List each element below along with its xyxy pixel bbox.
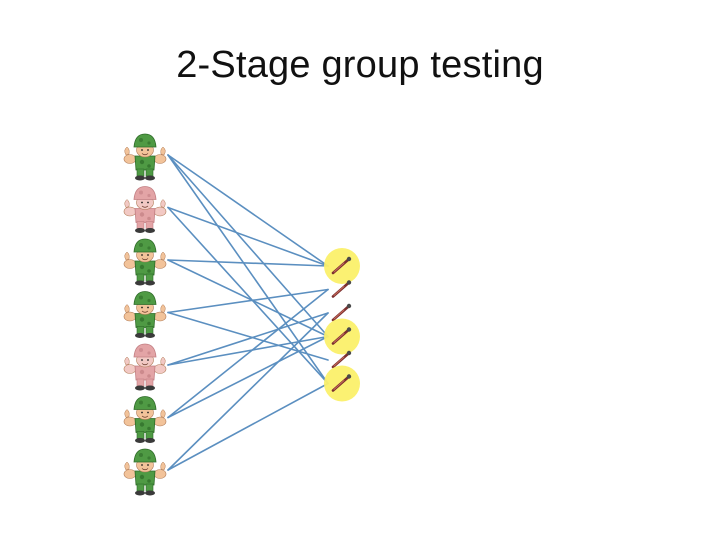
test-tube-icon [331,256,352,275]
edge-subject-7-test-6 [167,382,329,471]
soldier-icon [123,291,167,338]
soldier-icon [123,343,167,391]
test-tube-icon [331,374,352,392]
slide-title: 2-Stage group testing [176,44,544,86]
test-tube-icon [331,350,352,369]
edge-subject-1-test-4 [167,154,329,338]
test-3 [331,303,352,322]
edges-layer [167,154,329,471]
edge-subject-5-test-4 [167,335,329,366]
test-6 [324,365,360,402]
tests-layer [324,248,360,402]
test-tube-icon [331,280,352,298]
edge-subject-6-test-4 [167,335,329,419]
subjects-layer [123,133,167,496]
soldier-icon [123,448,167,496]
edge-subject-6-test-2 [167,288,329,419]
edge-subject-2-test-1 [167,206,329,267]
soldier-icon [123,186,167,233]
test-1 [324,248,360,284]
test-2 [331,280,352,298]
edge-subject-4-test-5 [167,311,329,361]
soldier-icon [123,238,167,286]
edge-subject-3-test-4 [167,259,329,338]
edge-subject-4-test-2 [167,288,329,314]
test-4 [324,318,360,355]
soldier-icon [123,396,167,443]
test-tube-icon [331,327,352,345]
edge-subject-5-test-3 [167,312,329,366]
edge-subject-1-test-6 [167,154,329,385]
soldier-icon [123,133,167,181]
edge-subject-3-test-1 [167,259,329,267]
edge-subject-2-test-6 [167,206,329,385]
edge-subject-1-test-1 [167,154,329,267]
edge-subject-7-test-3 [167,312,329,471]
test-tube-icon [331,303,352,322]
test-5 [331,350,352,369]
